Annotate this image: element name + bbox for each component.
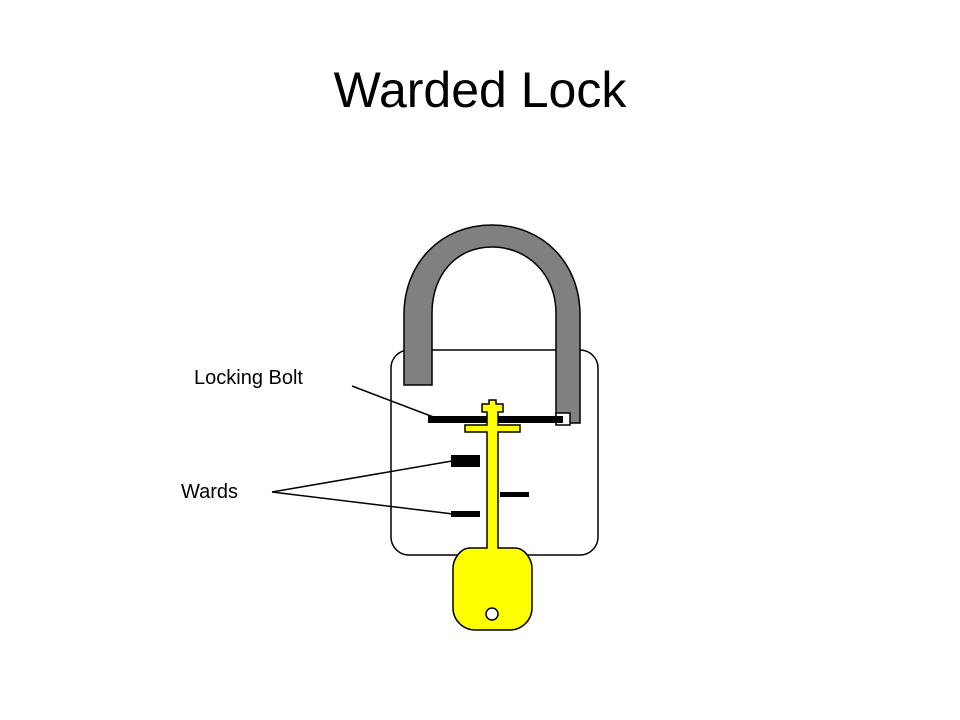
slide-title: Warded Lock — [333, 62, 627, 118]
ward-lower — [451, 511, 480, 517]
wards-leader-lower — [271, 491, 454, 515]
wards-label: Wards — [181, 481, 238, 503]
lock-shackle-icon — [403, 224, 581, 424]
key-shape — [452, 399, 533, 631]
locking-bolt-label: Locking Bolt — [194, 367, 303, 389]
locking-bolt-leader — [351, 385, 437, 419]
key-icon — [452, 399, 533, 631]
ward-middle — [500, 492, 529, 497]
wards-leader-upper — [271, 460, 453, 493]
ward-upper — [451, 455, 480, 467]
key-hole — [485, 607, 499, 621]
